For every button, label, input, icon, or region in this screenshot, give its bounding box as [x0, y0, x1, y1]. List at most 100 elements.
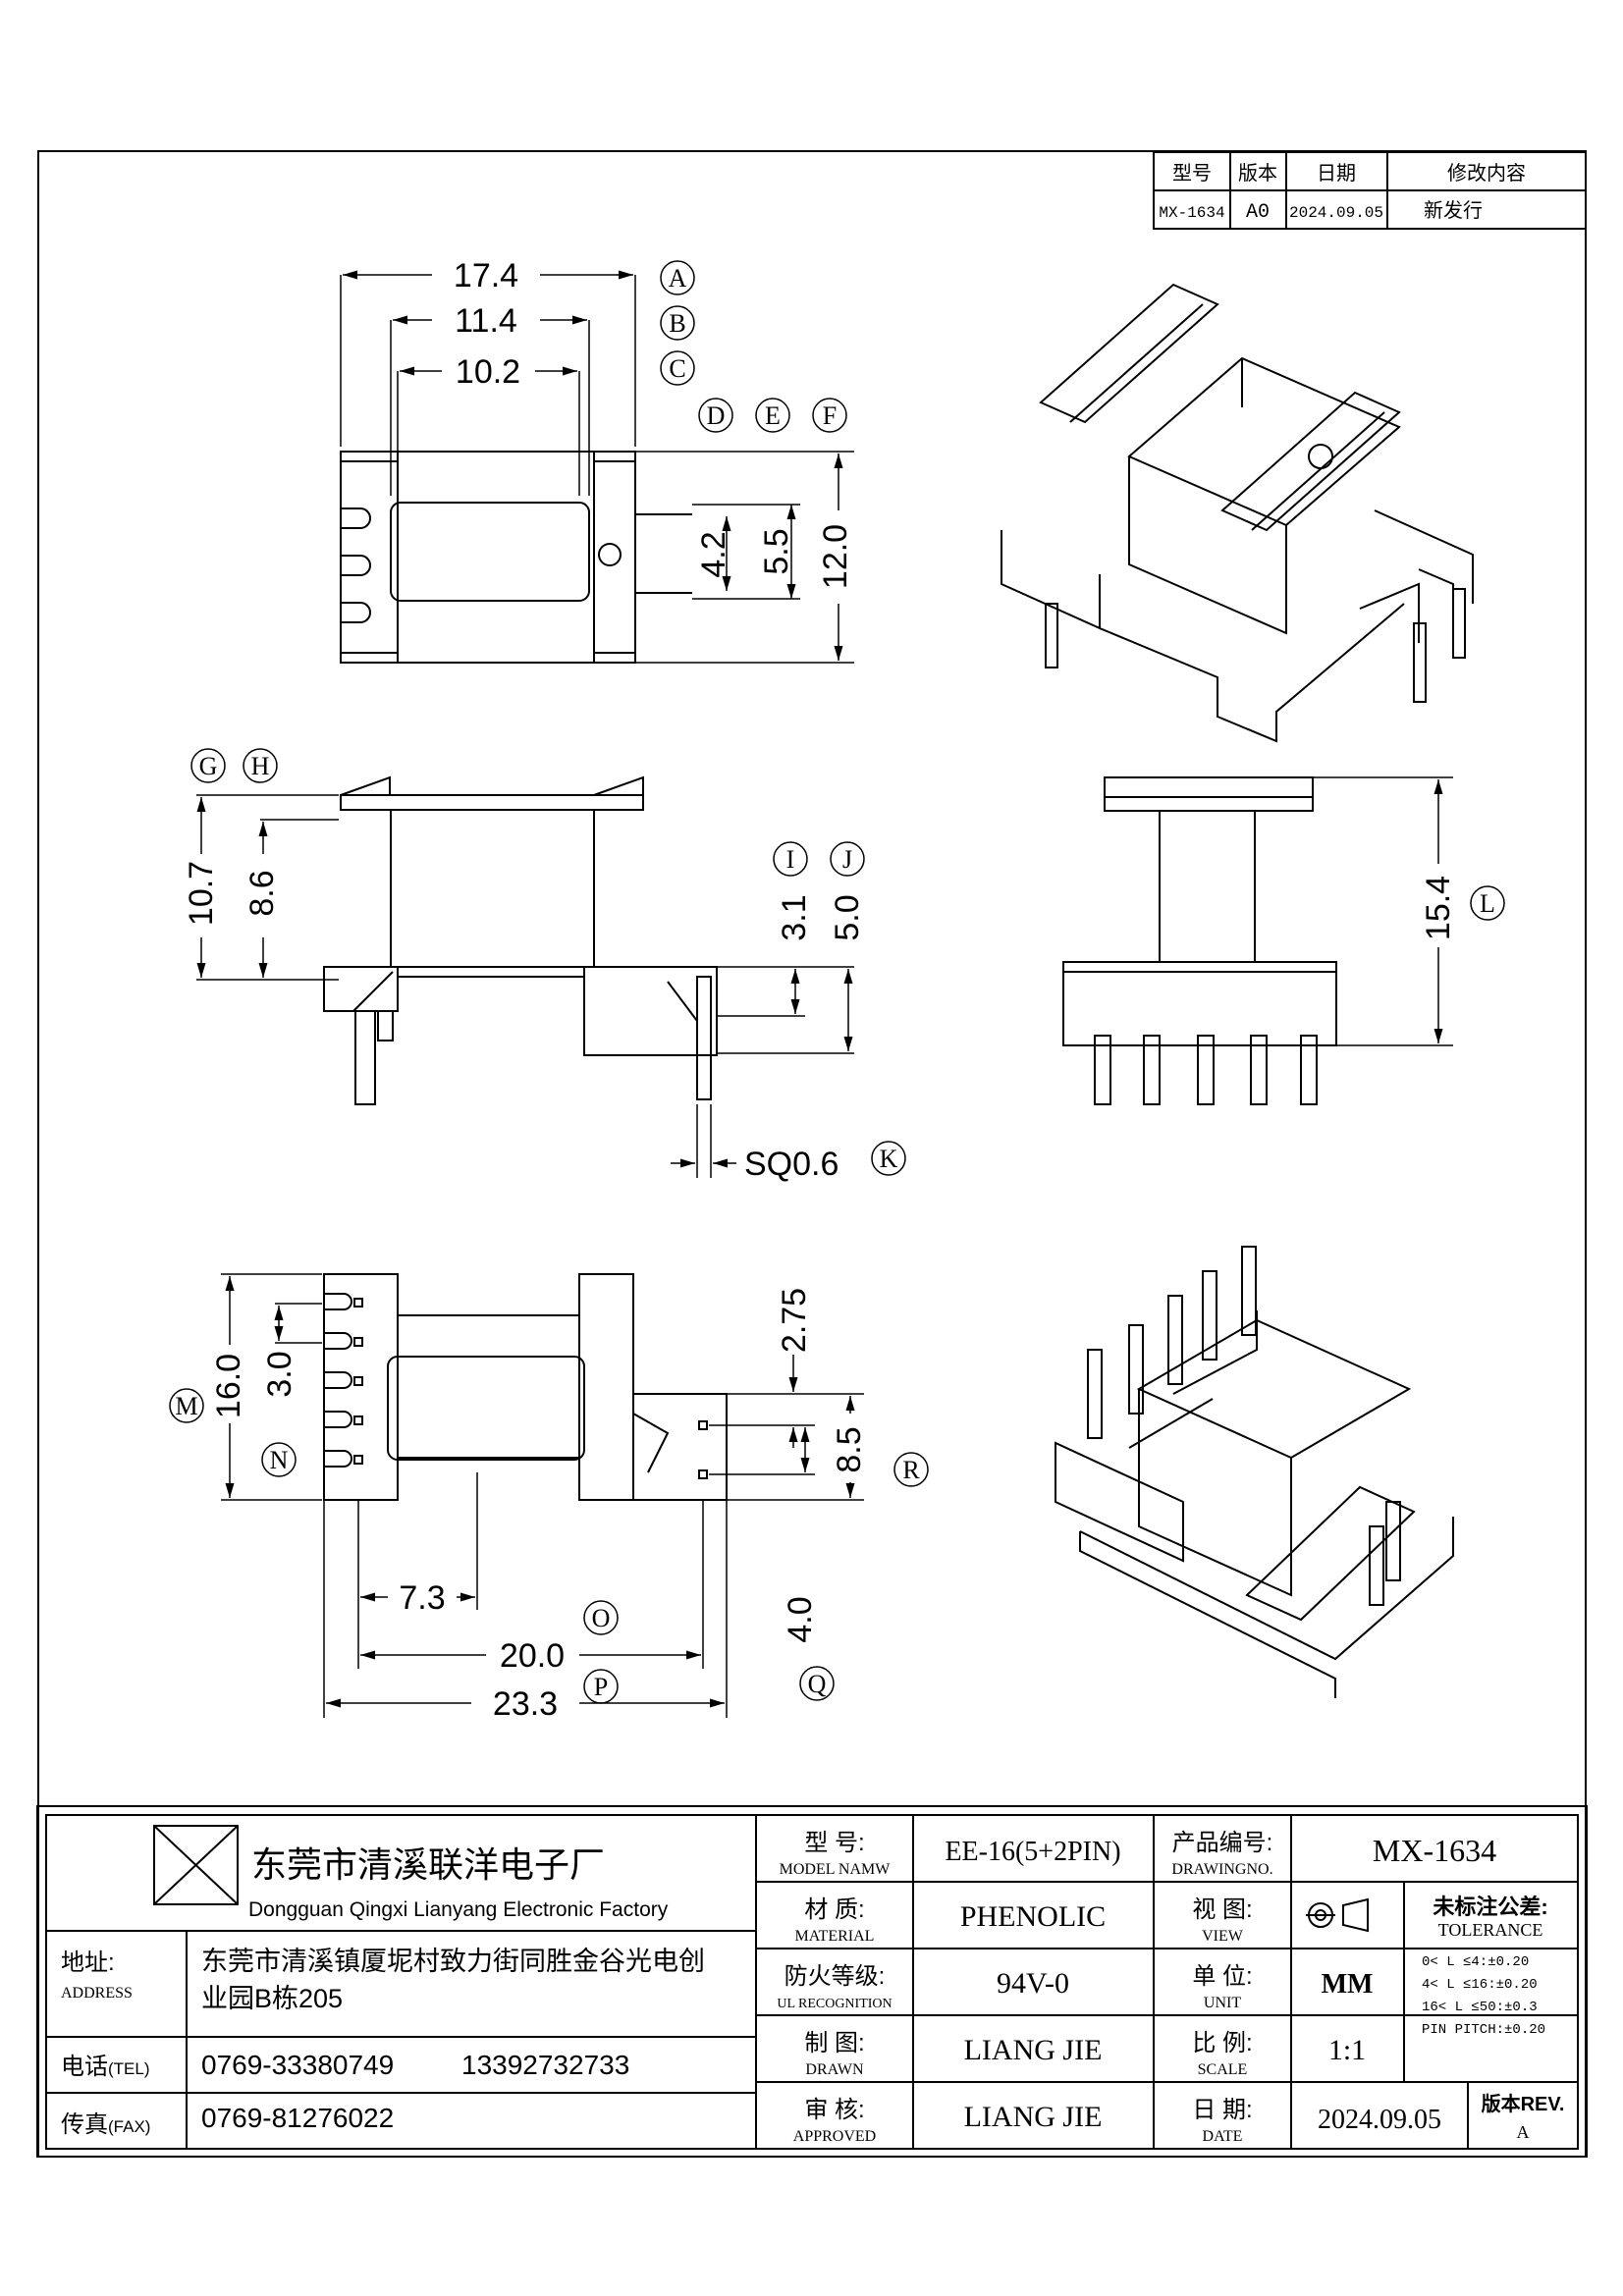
scale-label-en: SCALE: [1198, 2061, 1248, 2078]
fire-label: 防火等级:: [784, 1963, 886, 1990]
top-view: [340, 451, 692, 664]
material-label: 材 质:: [804, 1896, 864, 1923]
approved-label: 审 核:: [804, 2097, 864, 2123]
callout-a: A: [669, 264, 687, 293]
tolerance-line-2: 4< L ≤16:±0.20: [1422, 1977, 1538, 1993]
model-value: EE-16(5+2PIN): [945, 1837, 1120, 1867]
drawing-no-label: 产品编号:: [1172, 1830, 1273, 1856]
dim-10-2: 10.2: [456, 353, 520, 391]
material-value: PHENOLIC: [960, 1900, 1106, 1933]
drawing-no-value: MX-1634: [1373, 1833, 1496, 1868]
rev-header-content: 修改内容: [1447, 162, 1526, 185]
side-view-dims: [196, 794, 854, 1178]
callout-l: L: [1480, 889, 1495, 918]
unit-label-en: UNIT: [1204, 1995, 1241, 2011]
tolerance-line-3: 16< L ≤50:±0.3: [1422, 2000, 1538, 2015]
dim-8-5: 8.5: [831, 1426, 868, 1472]
callout-p: P: [594, 1673, 608, 1701]
rev-date: 2024.09.05: [1289, 204, 1383, 222]
top-view-dims: [340, 270, 854, 664]
callout-m: M: [175, 1392, 197, 1420]
isometric-view-bottom: [1055, 1246, 1454, 1698]
dim-20-0: 20.0: [500, 1637, 565, 1675]
rev-header-date: 日期: [1317, 163, 1356, 185]
view-label: 视 图:: [1192, 1896, 1252, 1923]
unit-label: 单 位:: [1192, 1963, 1252, 1990]
tolerance-label-en: TOLERANCE: [1438, 1920, 1543, 1940]
material-label-en: MATERIAL: [795, 1928, 875, 1945]
company-name-en: Dongguan Qingxi Lianyang Electronic Fact…: [248, 1898, 669, 1921]
bottom-view: [323, 1273, 728, 1501]
title-block: [36, 1805, 1588, 2158]
model-label: 型 号:: [804, 1830, 864, 1856]
dim-3-1: 3.1: [776, 894, 813, 940]
scale-value: 1:1: [1328, 2034, 1366, 2066]
date-label-en: DATE: [1203, 2128, 1243, 2145]
callout-b: B: [669, 309, 685, 338]
side-view: [323, 775, 718, 1105]
isometric-view-top: [1001, 283, 1474, 743]
right-side-dims: [1313, 776, 1453, 1046]
callout-c: C: [669, 354, 685, 383]
tolerance-label: 未标注公差:: [1433, 1895, 1547, 1919]
rev-value: A: [1517, 2122, 1530, 2142]
callout-e: E: [765, 401, 781, 430]
fire-label-en: UL RECOGNITION: [777, 1997, 892, 2011]
tel-label: 电话(TEL): [61, 2054, 150, 2080]
fire-value: 94V-0: [997, 1967, 1069, 2000]
tel-value-1: 0769-33380749: [201, 2050, 394, 2080]
fax-value: 0769-81276022: [201, 2103, 394, 2133]
drawn-label: 制 图:: [804, 2030, 864, 2056]
approved-label-en: APPROVED: [793, 2128, 876, 2145]
dim-11-4: 11.4: [455, 302, 517, 340]
callout-circles-side: [190, 748, 906, 1176]
rev-header-model: 型号: [1172, 162, 1212, 185]
scale-label: 比 例:: [1192, 2030, 1252, 2056]
bottom-view-dims: [221, 1273, 864, 1718]
dim-7-3: 7.3: [399, 1579, 445, 1617]
model-label-en: MODEL NAMW: [780, 1861, 892, 1878]
dim-3-0: 3.0: [261, 1351, 298, 1397]
date-value: 2024.09.05: [1318, 2105, 1441, 2135]
callout-i: I: [786, 845, 795, 874]
dim-8-6: 8.6: [243, 870, 281, 916]
rev-header-version: 版本: [1238, 162, 1277, 185]
address-label-en: ADDRESS: [61, 1985, 133, 2002]
tel-value-2: 13392732733: [461, 2050, 629, 2080]
callout-g: G: [199, 752, 218, 780]
drawing-no-label-en: DRAWINGNO.: [1171, 1861, 1272, 1878]
callout-l-circle: [1470, 885, 1505, 921]
callout-r: R: [902, 1456, 920, 1484]
dim-17-4: 17.4: [454, 257, 518, 294]
address-line1: 东莞市清溪镇厦坭村致力街同胜金谷光电创: [201, 1947, 705, 1976]
callout-o: O: [592, 1604, 611, 1632]
rev-content: 新发行: [1424, 199, 1483, 222]
tolerance-line-4: PIN PITCH:±0.20: [1422, 2022, 1545, 2038]
address-label: 地址:: [61, 1949, 115, 1976]
dim-15-4: 15.4: [1420, 876, 1457, 940]
drawn-value: LIANG JIE: [964, 2034, 1103, 2066]
dim-12-0: 12.0: [817, 524, 854, 589]
callout-circles-bottom: [169, 1388, 929, 1704]
dim-16-0: 16.0: [210, 1354, 247, 1418]
rev-label: 版本REV.: [1482, 2092, 1565, 2115]
callout-j: J: [842, 845, 852, 874]
dim-5-0: 5.0: [829, 894, 866, 940]
dim-2-75: 2.75: [776, 1288, 813, 1353]
callout-k: K: [880, 1145, 898, 1173]
callout-f: F: [823, 401, 837, 430]
dim-4-0: 4.0: [782, 1596, 819, 1642]
date-label: 日 期:: [1192, 2097, 1252, 2123]
callout-circles-top: [660, 260, 847, 433]
dim-10-7: 10.7: [183, 861, 220, 926]
view-label-en: VIEW: [1202, 1928, 1244, 1945]
fax-label: 传真(FAX): [61, 2111, 150, 2138]
unit-value: MM: [1322, 1969, 1374, 2000]
right-side-view: [1062, 776, 1337, 1105]
dim-sq06: SQ0.6: [744, 1146, 839, 1183]
approved-value: LIANG JIE: [964, 2101, 1103, 2133]
address-line2: 业园B栋205: [201, 1984, 343, 2013]
dim-23-3: 23.3: [493, 1685, 558, 1723]
company-name-cn: 东莞市清溪联洋电子厂: [251, 1844, 605, 1885]
